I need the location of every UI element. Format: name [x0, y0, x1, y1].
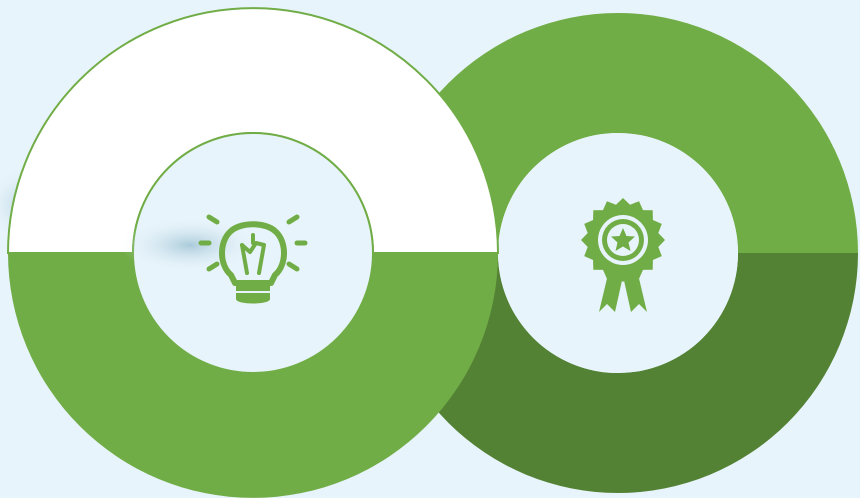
lightbulb-icon: [198, 214, 308, 304]
ring-left-bottom-half: [8, 253, 498, 498]
ring-right: [378, 13, 858, 493]
ring-left: [6, 7, 500, 498]
award-ribbon-icon: [581, 198, 665, 312]
